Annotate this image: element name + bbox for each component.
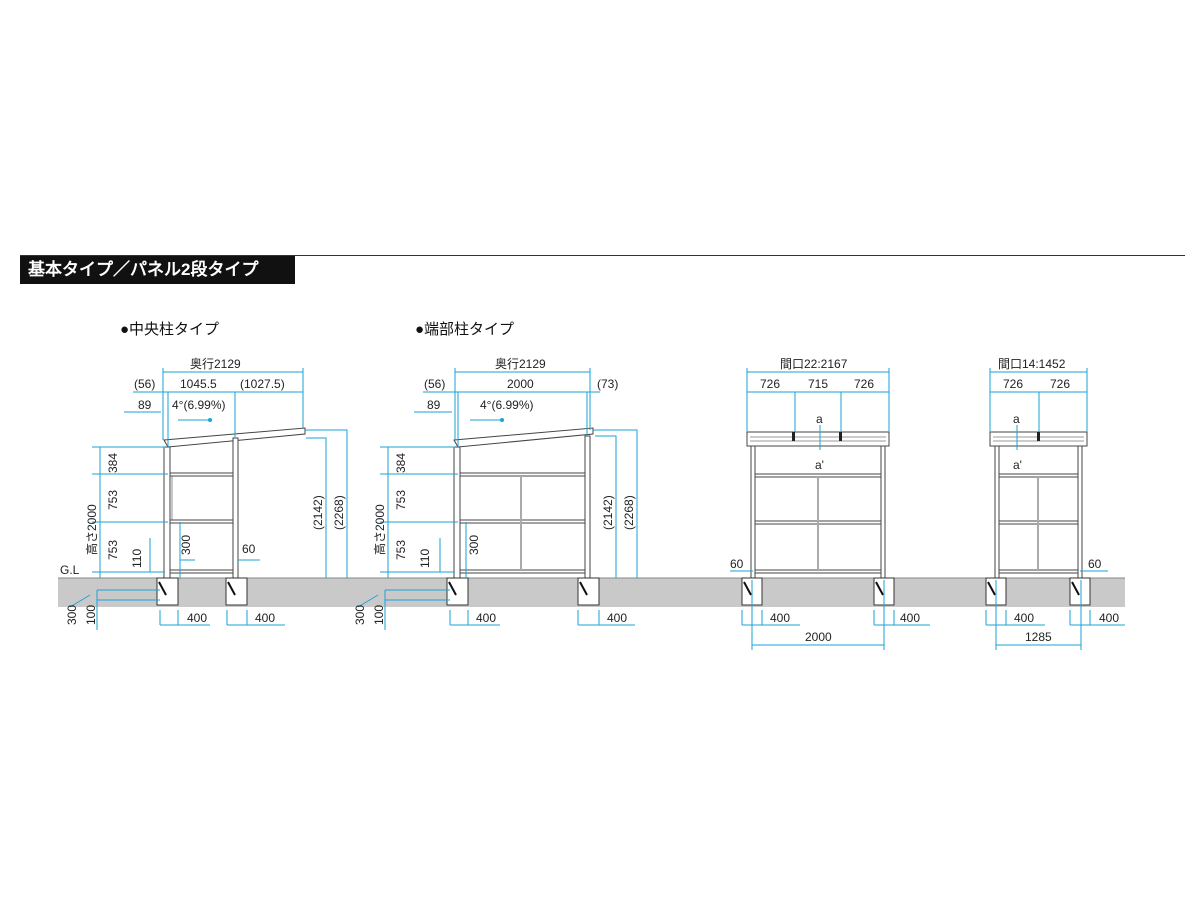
panel-rail (459, 472, 586, 477)
subtitle-end-post: ●端部柱タイプ (415, 321, 515, 338)
dim-depth: 奥行2129 (495, 357, 546, 371)
base-rail (459, 569, 586, 574)
dim-post-offset: 89 (138, 398, 152, 412)
section-mark-a: a (1013, 412, 1020, 426)
dim-found-w1: 400 (1014, 611, 1034, 625)
dim-found-w1: 400 (770, 611, 790, 625)
dim-seg2: 715 (808, 377, 828, 391)
dim-h-peak: (2268) (622, 495, 636, 530)
post (880, 445, 886, 579)
dim-width: 間口22:2167 (780, 357, 848, 371)
dim-h-peak: (2268) (332, 495, 346, 530)
dim-post-offset: 89 (427, 398, 441, 412)
dim-found-w2: 400 (255, 611, 275, 625)
panel-rail (169, 519, 234, 524)
dim-door-h: 300 (179, 535, 193, 555)
section-mark-a-prime: a' (1013, 458, 1022, 472)
front-view-14: 間口14:1452 726 726 a a' 60 400 400 1285 (985, 357, 1125, 650)
dim-found-w2: 400 (900, 611, 920, 625)
section-title: 基本タイプ／パネル2段タイプ (20, 256, 295, 284)
dim-found-w2: 400 (607, 611, 627, 625)
post (1077, 445, 1083, 579)
dim-found-w1: 400 (476, 611, 496, 625)
dim-post-w: 60 (1088, 557, 1102, 571)
gl-label: G.L (60, 563, 80, 577)
dim-h-mid: 753 (394, 490, 408, 510)
roof-fascia (746, 431, 890, 447)
dim-span: 2000 (507, 377, 534, 391)
base-rail (754, 569, 882, 574)
dim-seg1: 726 (760, 377, 780, 391)
panel-rail (998, 473, 1079, 478)
post (994, 445, 1000, 579)
dim-seg3: 726 (854, 377, 874, 391)
dim-h-low: 753 (394, 540, 408, 560)
dim-seg1: 726 (1003, 377, 1023, 391)
middle-post (232, 437, 239, 579)
section-mark-a-prime: a' (815, 458, 824, 472)
dim-door-h: 300 (467, 535, 481, 555)
dim-found-w2: 400 (1099, 611, 1119, 625)
dim-post-span: 1285 (1025, 630, 1052, 644)
dim-front-overhang: (56) (134, 377, 155, 391)
dim-post-w: 60 (242, 542, 256, 556)
dim-h-base: 110 (418, 549, 432, 568)
foundation (156, 577, 179, 606)
top-rule (20, 255, 1185, 256)
dim-front-overhang: (56) (424, 377, 445, 391)
dim-h-top: 384 (394, 453, 408, 473)
front-post (453, 446, 461, 579)
dim-width: 間口14:1452 (998, 357, 1066, 371)
dim-h-top: 384 (106, 453, 120, 473)
base-rail (998, 569, 1079, 574)
dim-h-eave: (2142) (601, 495, 615, 530)
dim-height: 高さ2000 (84, 504, 99, 555)
dim-found-depth: 300 (65, 605, 79, 625)
foundation (446, 577, 469, 606)
dim-depth: 奥行2129 (190, 357, 241, 371)
base-rail (169, 569, 234, 574)
foundation (225, 577, 248, 606)
dim-post-w: 60 (730, 557, 744, 571)
dim-h-base: 110 (130, 549, 144, 568)
front-post (163, 446, 171, 579)
rear-post (584, 435, 591, 579)
dim-slope: 4°(6.99%) (480, 398, 534, 412)
foundation (577, 577, 600, 606)
panel-rail (169, 472, 234, 477)
dim-found-w1: 400 (187, 611, 207, 625)
dim-span: 1045.5 (180, 377, 217, 391)
subtitle-center-post: ●中央柱タイプ (120, 321, 220, 338)
dim-rear: (73) (597, 377, 618, 391)
section-mark-a: a (816, 412, 823, 426)
front-view-22: 間口22:2167 726 715 726 a a' 60 400 400 20… (730, 357, 930, 650)
dim-height: 高さ2000 (372, 504, 387, 555)
dim-h-mid: 753 (106, 490, 120, 510)
dim-post-span: 2000 (805, 630, 832, 644)
dim-h-eave: (2142) (311, 495, 325, 530)
side-view-end-post: 奥行2129 (56) 2000 (73) 89 4°(6.99%) 高さ200… (353, 357, 638, 630)
dim-found-ext: 100 (84, 605, 98, 625)
dim-seg2: 726 (1050, 377, 1070, 391)
dim-rear: (1027.5) (240, 377, 285, 391)
dim-slope: 4°(6.99%) (172, 398, 226, 412)
foundation (1069, 577, 1091, 606)
side-view-center-post: 奥行2129 (56) 1045.5 (1027.5) 89 4°(6.99%)… (65, 357, 348, 630)
panel-rail (459, 519, 586, 524)
dim-h-low: 753 (106, 540, 120, 560)
roof (453, 427, 594, 448)
post (750, 445, 756, 579)
dim-found-ext: 100 (372, 605, 386, 625)
panel-rail (754, 473, 882, 478)
dim-found-depth: 300 (353, 605, 367, 625)
